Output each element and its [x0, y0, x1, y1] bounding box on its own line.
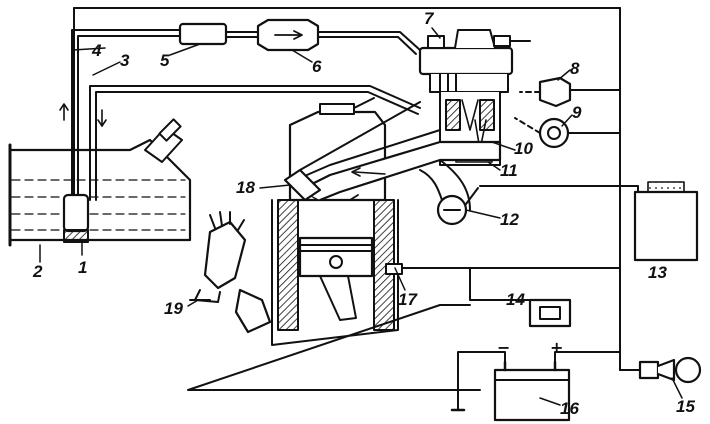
- electronic-control-unit: [397, 181, 699, 269]
- auxiliary-air-valve: [514, 117, 621, 149]
- temperature-sensor: [385, 263, 411, 275]
- top-wiring: [73, 7, 621, 371]
- callout-2: 2: [33, 262, 43, 281]
- ignition-distributor: [189, 211, 272, 334]
- ignition-switch: [619, 356, 702, 384]
- callout-10: 10: [514, 139, 533, 158]
- callout-11: 11: [500, 161, 518, 180]
- battery: [450, 351, 621, 422]
- callout-17: 17: [398, 290, 417, 309]
- callout-3: 3: [120, 51, 130, 70]
- callout-19: 19: [164, 299, 183, 318]
- fuel-return-line: [89, 85, 421, 201]
- fuel-supply-line: [59, 29, 181, 196]
- callout-8: 8: [570, 59, 580, 78]
- engine-block: [271, 97, 399, 346]
- callout-16: 16: [560, 399, 579, 418]
- leader-lines: [39, 27, 683, 406]
- callout-5: 5: [160, 51, 170, 70]
- electric-fuel-pump: [62, 193, 90, 243]
- relay: [187, 267, 572, 391]
- fuel-accumulator: [178, 22, 259, 46]
- intake-manifold: [298, 129, 502, 216]
- callout-4: 4: [92, 41, 102, 60]
- fuel-distributor: [418, 29, 531, 93]
- callout-9: 9: [572, 103, 582, 122]
- callout-6: 6: [312, 57, 322, 76]
- thermo-time-switch: [519, 76, 621, 108]
- throttle-valve-switch: [436, 185, 639, 226]
- fuel-injector: [283, 101, 421, 202]
- callout-14: 14: [506, 290, 525, 309]
- callout-15: 15: [676, 397, 695, 416]
- callout-18: 18: [236, 178, 255, 197]
- callout-13: 13: [648, 263, 667, 282]
- battery-plus-sign: +: [550, 338, 564, 357]
- callout-1: 1: [78, 258, 88, 277]
- callout-12: 12: [500, 210, 519, 229]
- battery-minus-sign: −: [497, 338, 511, 357]
- callout-7: 7: [424, 9, 434, 28]
- fuel-filter: [256, 18, 421, 55]
- fuel-tank: [8, 118, 192, 247]
